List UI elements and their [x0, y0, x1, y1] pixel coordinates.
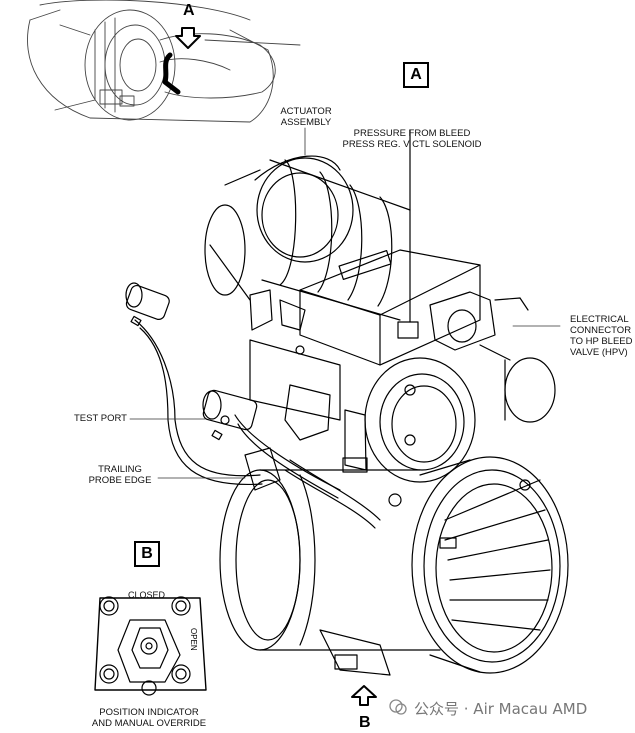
label-actuator-assembly: ACTUATOR ASSEMBLY — [272, 106, 340, 128]
view-b-header: B — [134, 541, 160, 567]
label-open: OPEN — [189, 628, 198, 651]
label-electrical-line3: TO HP BLEED — [570, 336, 633, 347]
arrow-b-icon — [351, 685, 377, 706]
locator-highlight — [162, 52, 181, 95]
label-electrical-line1: ELECTRICAL — [570, 314, 629, 325]
view-b-arrow-label: B — [359, 714, 371, 731]
label-pressure-line1: PRESSURE FROM BLEED — [353, 128, 471, 139]
leader-lines — [129, 127, 561, 479]
arrow-a-icon — [175, 27, 201, 49]
wechat-logo-icon — [389, 699, 407, 715]
caption-line2: AND MANUAL OVERRIDE — [91, 718, 207, 729]
engine-locator-drawing — [27, 0, 301, 123]
detail-b-caption: POSITION INDICATOR AND MANUAL OVERRIDE — [82, 707, 216, 729]
view-a-header: A — [403, 62, 429, 88]
label-actuator-line1: ACTUATOR — [280, 106, 332, 117]
label-test-port: TEST PORT — [74, 413, 127, 424]
label-electrical-line4: VALVE (HPV) — [570, 347, 628, 358]
label-trailing-probe-edge: TRAILING PROBE EDGE — [80, 464, 160, 486]
label-electrical-line2: CONNECTOR — [570, 325, 632, 336]
valve-body — [125, 129, 569, 676]
label-trailing-line2: PROBE EDGE — [88, 475, 152, 486]
label-electrical-connector: ELECTRICAL CONNECTOR TO HP BLEED VALVE (… — [570, 314, 632, 358]
label-trailing-line1: TRAILING — [98, 464, 142, 475]
view-a-arrow-label: A — [183, 2, 195, 19]
label-actuator-line2: ASSEMBLY — [280, 117, 332, 128]
label-closed: CLOSED — [128, 590, 166, 600]
caption-line1: POSITION INDICATOR — [99, 707, 199, 718]
watermark-text: 公众号 · Air Macau AMD — [414, 700, 588, 718]
label-pressure: PRESSURE FROM BLEED PRESS REG. V CTL SOL… — [332, 128, 492, 150]
label-pressure-line2: PRESS REG. V CTL SOLENOID — [342, 139, 482, 150]
detail-b-plate — [94, 596, 207, 696]
